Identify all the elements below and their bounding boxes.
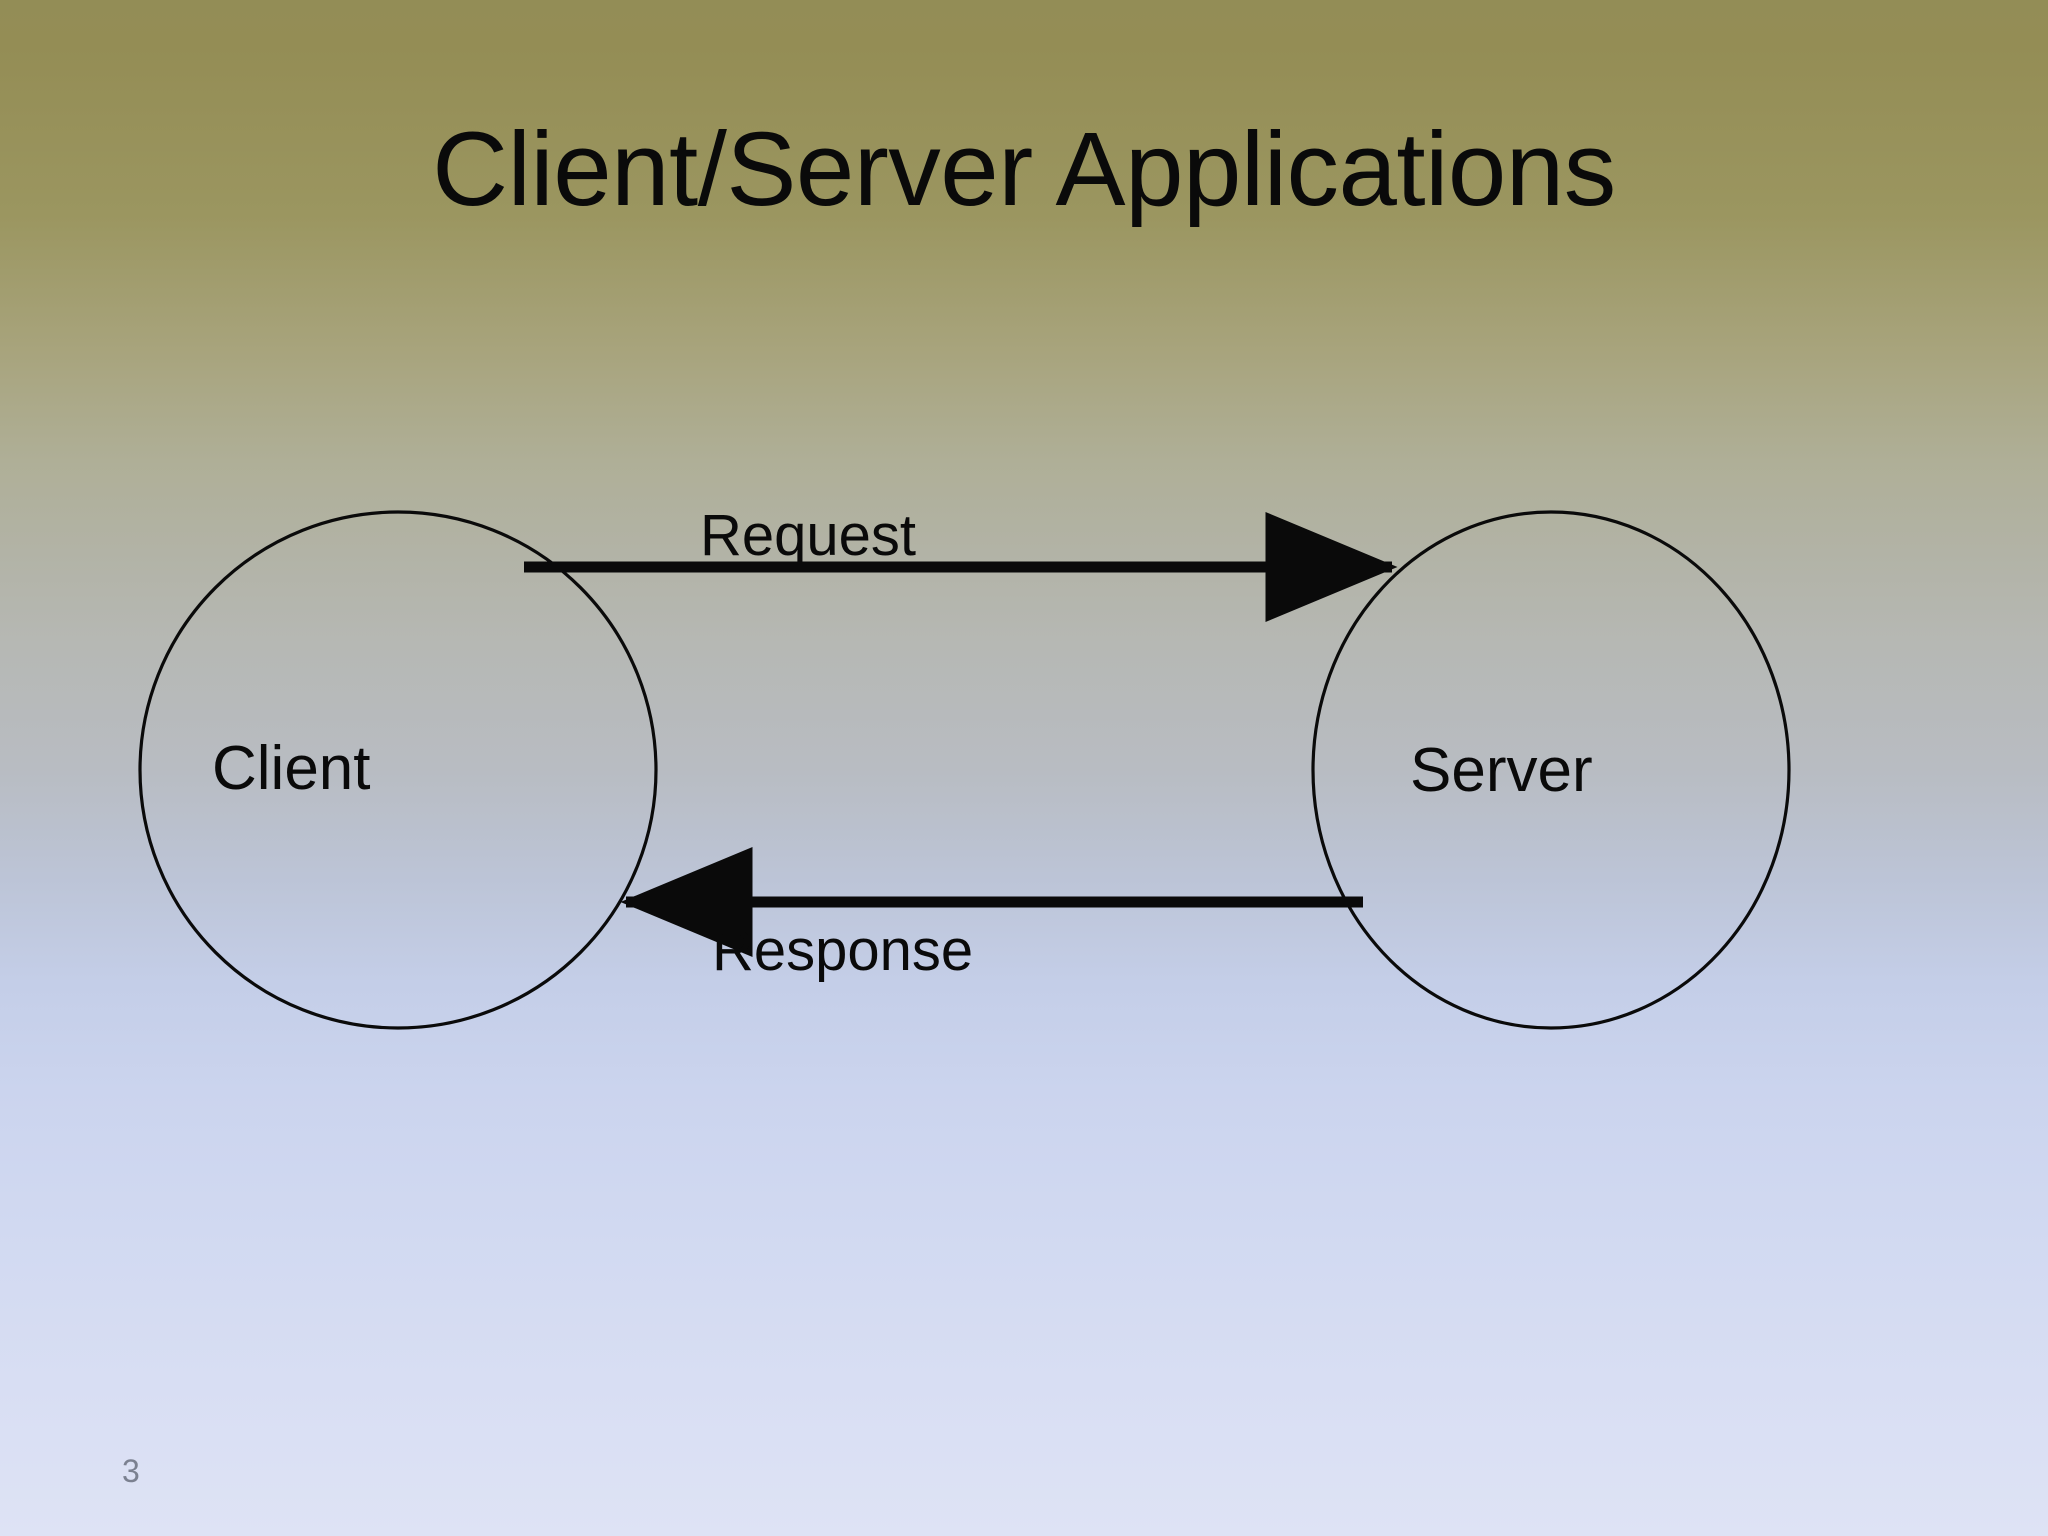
- client-node-circle: [138, 510, 658, 1030]
- server-node-circle: [1311, 510, 1791, 1030]
- slide-page-number: 3: [122, 1453, 140, 1489]
- response-edge-label: Response: [712, 918, 974, 983]
- request-edge-label: Request: [700, 503, 917, 568]
- server-node-label: Server: [1410, 736, 1593, 805]
- page-title: Client/Server Applications: [432, 111, 1616, 228]
- client-node-label: Client: [212, 734, 371, 803]
